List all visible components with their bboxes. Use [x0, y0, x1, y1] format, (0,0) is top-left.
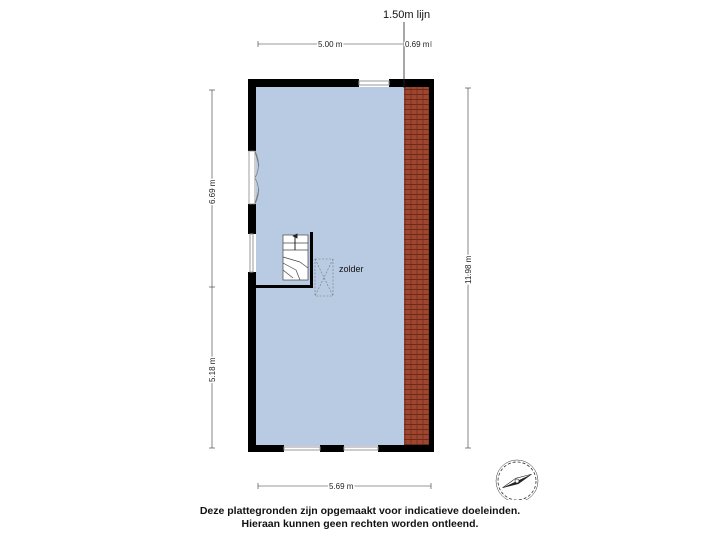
compass-icon	[495, 459, 539, 500]
dimension-bottom	[257, 483, 432, 489]
dimension-left-lower: 5.18 m	[208, 357, 217, 382]
dimension-right-total: 11.98 m	[464, 255, 473, 284]
lijn-label: 1.50m lijn	[383, 9, 430, 21]
dimension-top	[257, 41, 432, 47]
dimension-left-upper: 6.69 m	[208, 179, 217, 204]
walls	[248, 79, 434, 452]
stairs	[282, 233, 309, 281]
dimension-left	[209, 89, 215, 449]
dimension-top-main: 5.00 m	[318, 40, 343, 49]
windows	[249, 80, 390, 451]
floor-plan: zolder 1.50m lijn 5.00 m 0.69 m 6.69 m 5…	[207, 9, 539, 500]
door	[248, 150, 260, 205]
disclaimer-line-2: Hieraan kunnen geen rechten worden ontle…	[241, 518, 479, 530]
dimension-top-small: 0.69 m	[405, 40, 430, 49]
dimension-bottom-total: 5.69 m	[329, 482, 354, 491]
roof-tiles	[404, 86, 429, 446]
dimension-right	[465, 87, 471, 449]
room-label: zolder	[339, 264, 364, 274]
disclaimer-line-1: Deze plattegronden zijn opgemaakt voor i…	[199, 505, 521, 517]
attic-hatch	[314, 258, 334, 297]
